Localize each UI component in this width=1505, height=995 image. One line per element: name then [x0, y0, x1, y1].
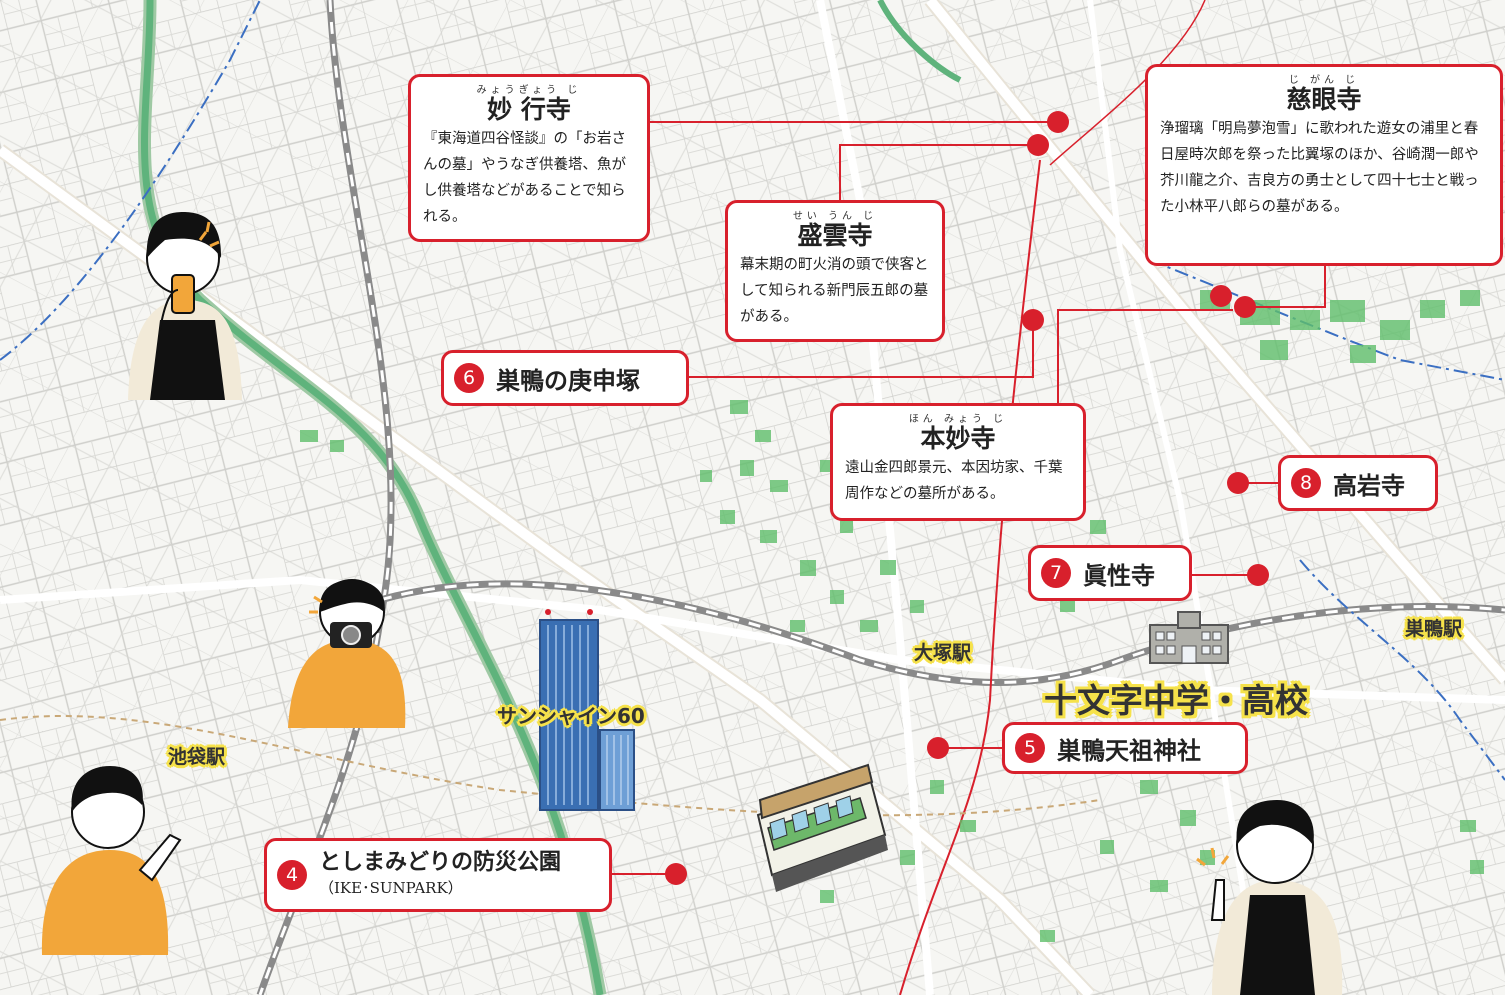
station-ikebukuro[interactable]: 池袋駅 [168, 746, 226, 768]
tram-icon [756, 763, 888, 892]
person-illustration-phone [128, 212, 242, 400]
ruby-honmyoji: ほん みょう じ [908, 414, 1008, 425]
location-markers [665, 111, 1269, 885]
label-number-4: 4 [277, 860, 307, 890]
label-text-6: 巣鴨の庚申塚 [496, 365, 640, 395]
desc-seiunji: 幕末期の町火消の頭で侠客として知られる新門辰五郎の墓がある。 [740, 257, 929, 325]
ruby-myogyoji: みょうぎょう じ [476, 85, 582, 96]
label-number-6: 6 [454, 363, 484, 393]
landmark-jumonji-school: 十文字中学・高校 [1044, 681, 1308, 720]
school-building-icon [1149, 611, 1229, 664]
label-title-4: としまみどりの防災公園 [319, 849, 562, 875]
label-number-7: 7 [1041, 558, 1071, 588]
title-honmyoji: 本妙寺 [920, 424, 996, 453]
person-illustration-camera [288, 579, 406, 728]
title-myogyoji: 妙 行寺 [487, 95, 571, 124]
label-text-5: 巣鴨天祖神社 [1057, 735, 1201, 765]
label-toshima-midori-park[interactable]: 4 としまみどりの防災公園 （IKE･SUNPARK） [264, 838, 612, 912]
expressway [137, 0, 962, 995]
label-sugamo-koshinzuka[interactable]: 6 巣鴨の庚申塚 [441, 350, 689, 406]
title-seiunji: 盛雲寺 [797, 221, 873, 250]
person-illustration-pointing-right [1196, 800, 1343, 995]
title-jiganji: 慈眼寺 [1286, 85, 1362, 114]
callout-seiunji[interactable]: せい うん じ 盛雲寺 幕末期の町火消の頭で侠客として知られる新門辰五郎の墓があ… [725, 200, 945, 342]
desc-myogyoji: 『東海道四谷怪談』の「お岩さんの墓」やうなぎ供養塔、魚がし供養塔などがあることで… [423, 131, 626, 225]
label-shinshoji[interactable]: 7 眞性寺 [1028, 545, 1192, 601]
desc-honmyoji: 遠山金四郎景元、本因坊家、千葉周作などの墓所がある。 [845, 460, 1063, 502]
ward-boundary [0, 0, 1505, 781]
label-number-8: 8 [1291, 468, 1321, 498]
ruby-seiunji: せい うん じ [792, 211, 878, 222]
label-text-4: としまみどりの防災公園 （IKE･SUNPARK） [319, 849, 561, 901]
label-text-7: 眞性寺 [1083, 560, 1155, 590]
label-text-8: 高岩寺 [1333, 470, 1405, 500]
label-number-5: 5 [1015, 733, 1045, 763]
label-kouganji[interactable]: 8 高岩寺 [1278, 455, 1438, 511]
callout-myogyoji[interactable]: みょうぎょう じ 妙 行寺 『東海道四谷怪談』の「お岩さんの墓」やうなぎ供養塔、… [408, 74, 650, 242]
person-illustration-pointing-left [41, 766, 182, 955]
green-areas [300, 220, 1484, 942]
station-otsuka[interactable]: 大塚駅 [914, 642, 972, 664]
callout-jiganji[interactable]: じ がん じ 慈眼寺 浄瑠璃「明烏夢泡雪」に歌われた遊女の浦里と春日屋時次郎を祭… [1145, 64, 1503, 266]
station-sugamo[interactable]: 巣鴨駅 [1405, 618, 1463, 640]
label-sub-4: （IKE･SUNPARK） [319, 879, 463, 897]
callout-honmyoji[interactable]: ほん みょう じ 本妙寺 遠山金四郎景元、本因坊家、千葉周作などの墓所がある。 [830, 403, 1086, 521]
desc-jiganji: 浄瑠璃「明烏夢泡雪」に歌われた遊女の浦里と春日屋時次郎を祭った比翼塚のほか、谷崎… [1160, 121, 1479, 215]
ruby-jiganji: じ がん じ [1288, 75, 1360, 86]
landmark-sunshine60: サンシャイン60 [497, 704, 645, 728]
label-sugamo-tenso-jinja[interactable]: 5 巣鴨天祖神社 [1002, 722, 1248, 774]
skyscraper-icon [539, 609, 635, 811]
